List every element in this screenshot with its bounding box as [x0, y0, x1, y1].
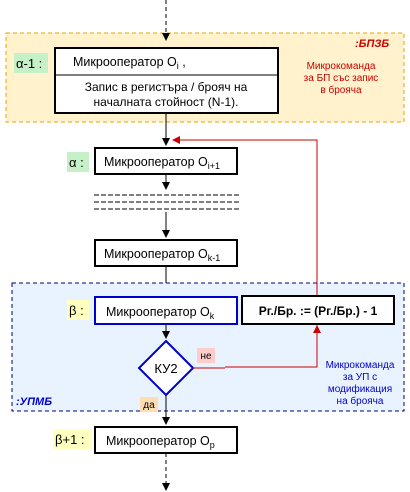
alpha-minus-1-label-bg [14, 53, 48, 73]
bottom-note-line1: Микрокоманда [326, 360, 395, 371]
decision-label: КУ2 [154, 361, 177, 376]
alpha-label: α : [69, 155, 84, 170]
bottom-note-line3: модификация [328, 383, 392, 395]
alpha-label-bg [67, 152, 89, 172]
counter-decrement-label: Рг./Бр. := (Рг./Бр.) - 1 [259, 304, 378, 318]
beta-label-bg [67, 300, 89, 320]
loop-back-arrow [172, 136, 318, 368]
init-box-line3: началната стойност (N-1). [94, 95, 239, 109]
beta-plus-1-label: β+1 : [55, 432, 85, 447]
bottom-section-tag: :УПМБ [16, 396, 52, 408]
top-note-line3: в брояча [320, 84, 362, 96]
yes-label-bg [140, 397, 158, 412]
op-k-minus-1-label: Микрооператор Ok-1 [104, 247, 220, 263]
op-p-label: Микрооператор Op [106, 434, 215, 450]
no-label: не [200, 351, 212, 362]
top-note-line1: Микрокоманда [307, 61, 376, 72]
yes-label: да [143, 400, 155, 411]
alpha-minus-1-label: α-1 : [16, 56, 42, 71]
init-box-line2: Запис в регистъра / брояч на [85, 80, 248, 94]
bottom-note-line4: на брояча [337, 395, 384, 407]
beta-plus-1-label-bg [53, 429, 91, 449]
counter-decrement-box [241, 295, 395, 325]
init-operation-box [54, 47, 279, 114]
op-k-label: Микрооператор Ok [106, 305, 215, 321]
top-note-line2: за БП със запис [304, 73, 379, 84]
op-i-plus-1-box [94, 147, 238, 175]
no-label-bg [197, 348, 215, 363]
top-section-tag: :БПЗБ [355, 38, 389, 50]
op-k-minus-1-box [94, 239, 238, 267]
op-k-box [94, 296, 238, 325]
init-box-operator: Микрооператор Oi , [73, 55, 186, 71]
op-i-plus-1-label: Микрооператор Oi+1 [104, 155, 220, 171]
bottom-note-line2: за УП с [343, 372, 377, 383]
beta-label: β : [69, 303, 84, 318]
